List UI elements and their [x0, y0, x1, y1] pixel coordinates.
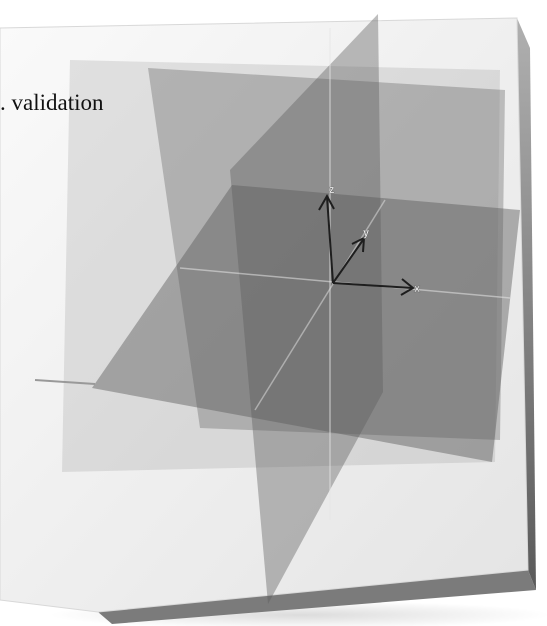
y-axis-arrowhead — [351, 236, 366, 253]
panel-right-edge — [517, 18, 536, 590]
y-axis-label: y — [363, 227, 370, 239]
x-axis — [332, 282, 413, 289]
z-axis — [326, 196, 334, 284]
planes — [34, 14, 520, 604]
panel-bottom-edge — [98, 570, 536, 624]
x-axis-arrowhead — [400, 278, 415, 296]
caption-text: . validation — [0, 90, 104, 115]
axes: x y z — [318, 184, 421, 296]
y-axis — [332, 239, 364, 284]
yz-plane — [230, 14, 383, 604]
z-axis-arrowhead — [318, 193, 335, 211]
xz-plane — [148, 68, 505, 440]
glass-panel — [0, 17, 536, 624]
diagonal-intersection-line — [254, 199, 386, 411]
x-axis-label: x — [414, 283, 421, 295]
xy-plane — [92, 185, 520, 462]
back-plane — [62, 60, 500, 472]
z-axis-label: z — [329, 184, 335, 196]
panel-front-face — [0, 17, 529, 613]
plane-extension-line — [34, 379, 96, 385]
